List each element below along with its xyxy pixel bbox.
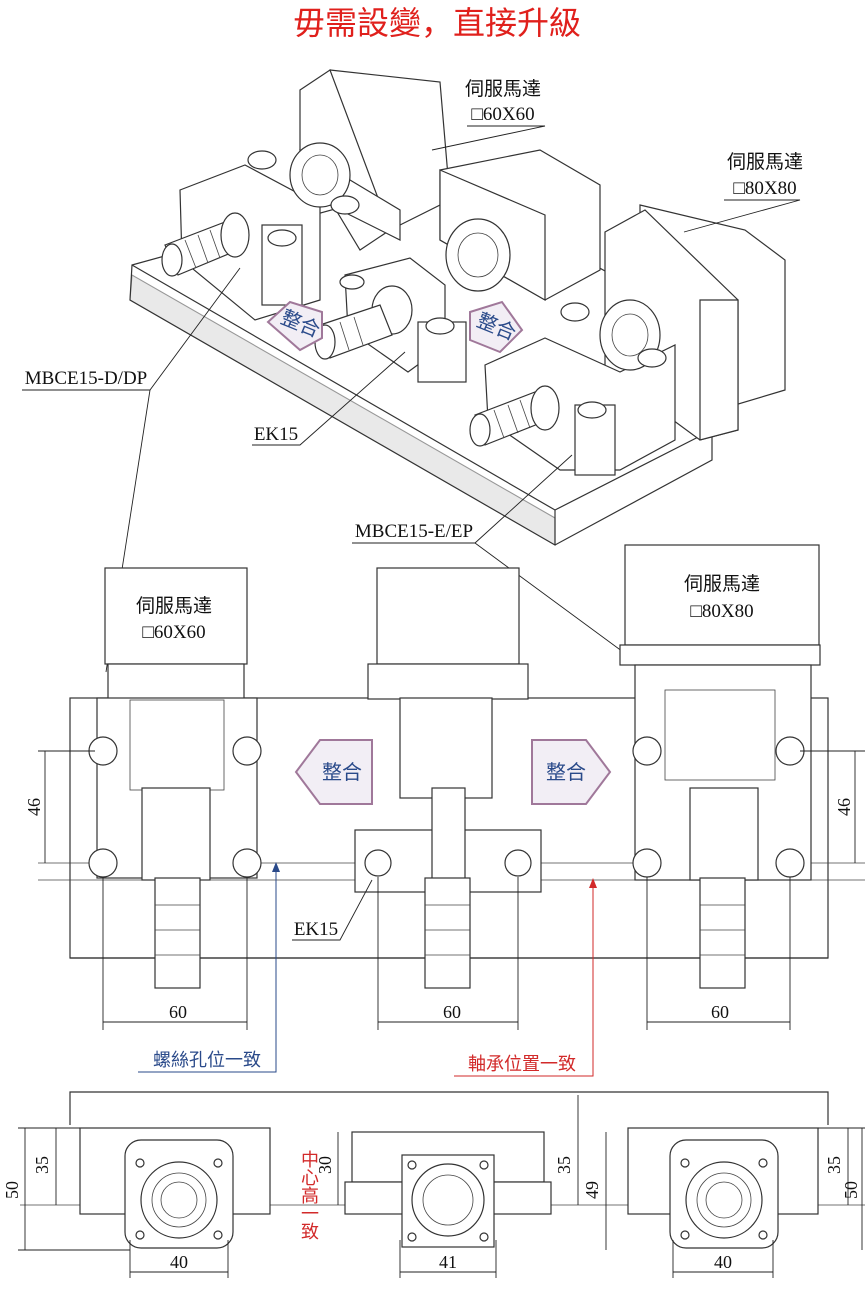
integrate-left-text: 整合 (322, 761, 362, 784)
label-ek15-front: EK15 (294, 919, 338, 940)
label-mbce-ep: MBCE15-E/EP (355, 521, 473, 542)
motor-a-name: 伺服馬達 (465, 78, 541, 100)
label-ek15-iso: EK15 (254, 424, 298, 445)
dim-46-left: 46 (24, 798, 44, 816)
iso-integrate-arrow-left: 整合 (266, 300, 323, 352)
dim-41-mid: 41 (439, 1252, 457, 1272)
front-mbce-left: 伺服馬達 □60X60 (88, 567, 262, 989)
iso-mbce-right (469, 299, 676, 476)
dim-35-left: 35 (32, 1156, 52, 1174)
dim-46-right: 46 (834, 798, 854, 816)
note-bearing-pos: 軸承位置一致 (468, 1054, 576, 1074)
integrate-arrow-left: 整合 (294, 739, 373, 805)
dim-60-left: 60 (169, 1002, 187, 1022)
integrate-arrow-right: 整合 (531, 739, 612, 805)
side-view: 50 35 30 35 49 35 50 40 41 40 中心高一致 (2, 1091, 865, 1278)
iso-ek15 (314, 257, 467, 383)
front-ek15 (354, 567, 542, 989)
motor-d-size: □80X80 (690, 601, 753, 622)
isometric-view: 整合 整合 伺服馬達 □60X60 伺服馬達 □80X80 MBCE15-D/D… (22, 69, 803, 673)
iso-mbce-left (179, 142, 360, 321)
dim-30-mid: 30 (315, 1156, 335, 1174)
side-mbce-left (79, 1127, 271, 1249)
motor-c-size: □60X60 (142, 622, 205, 643)
integrate-right-text: 整合 (546, 761, 586, 784)
dim-35-mid: 35 (554, 1156, 574, 1174)
dim-40-right: 40 (714, 1252, 732, 1272)
side-ek15 (344, 1131, 552, 1248)
front-mbce-right: 伺服馬達 □80X80 (619, 544, 821, 989)
dim-35-right: 35 (824, 1156, 844, 1174)
iso-motor-mid (439, 149, 601, 302)
page-title: 毋需設變，直接升級 (293, 5, 581, 41)
dim-60-right: 60 (711, 1002, 729, 1022)
dim-50-right: 50 (841, 1181, 861, 1199)
note-screw-hole: 螺絲孔位一致 (153, 1050, 261, 1070)
dim-50-left: 50 (2, 1181, 22, 1199)
motor-b-name: 伺服馬達 (727, 151, 803, 173)
side-mbce-right (627, 1127, 819, 1249)
label-mbce-dp: MBCE15-D/DP (25, 368, 147, 389)
dim-40-left: 40 (170, 1252, 188, 1272)
motor-c-name: 伺服馬達 (136, 595, 212, 617)
iso-screw-left (161, 212, 250, 277)
dim-49-mid: 49 (582, 1181, 602, 1199)
note-center-height: 中心高一致 (299, 1150, 319, 1240)
front-view: 伺服馬達 □60X60 (24, 544, 865, 1077)
motor-b-size: □80X80 (733, 178, 796, 199)
motor-d-name: 伺服馬達 (684, 573, 760, 595)
iso-integrate-arrow-right: 整合 (469, 300, 524, 354)
dim-60-mid: 60 (443, 1002, 461, 1022)
motor-a-size: □60X60 (471, 104, 534, 125)
